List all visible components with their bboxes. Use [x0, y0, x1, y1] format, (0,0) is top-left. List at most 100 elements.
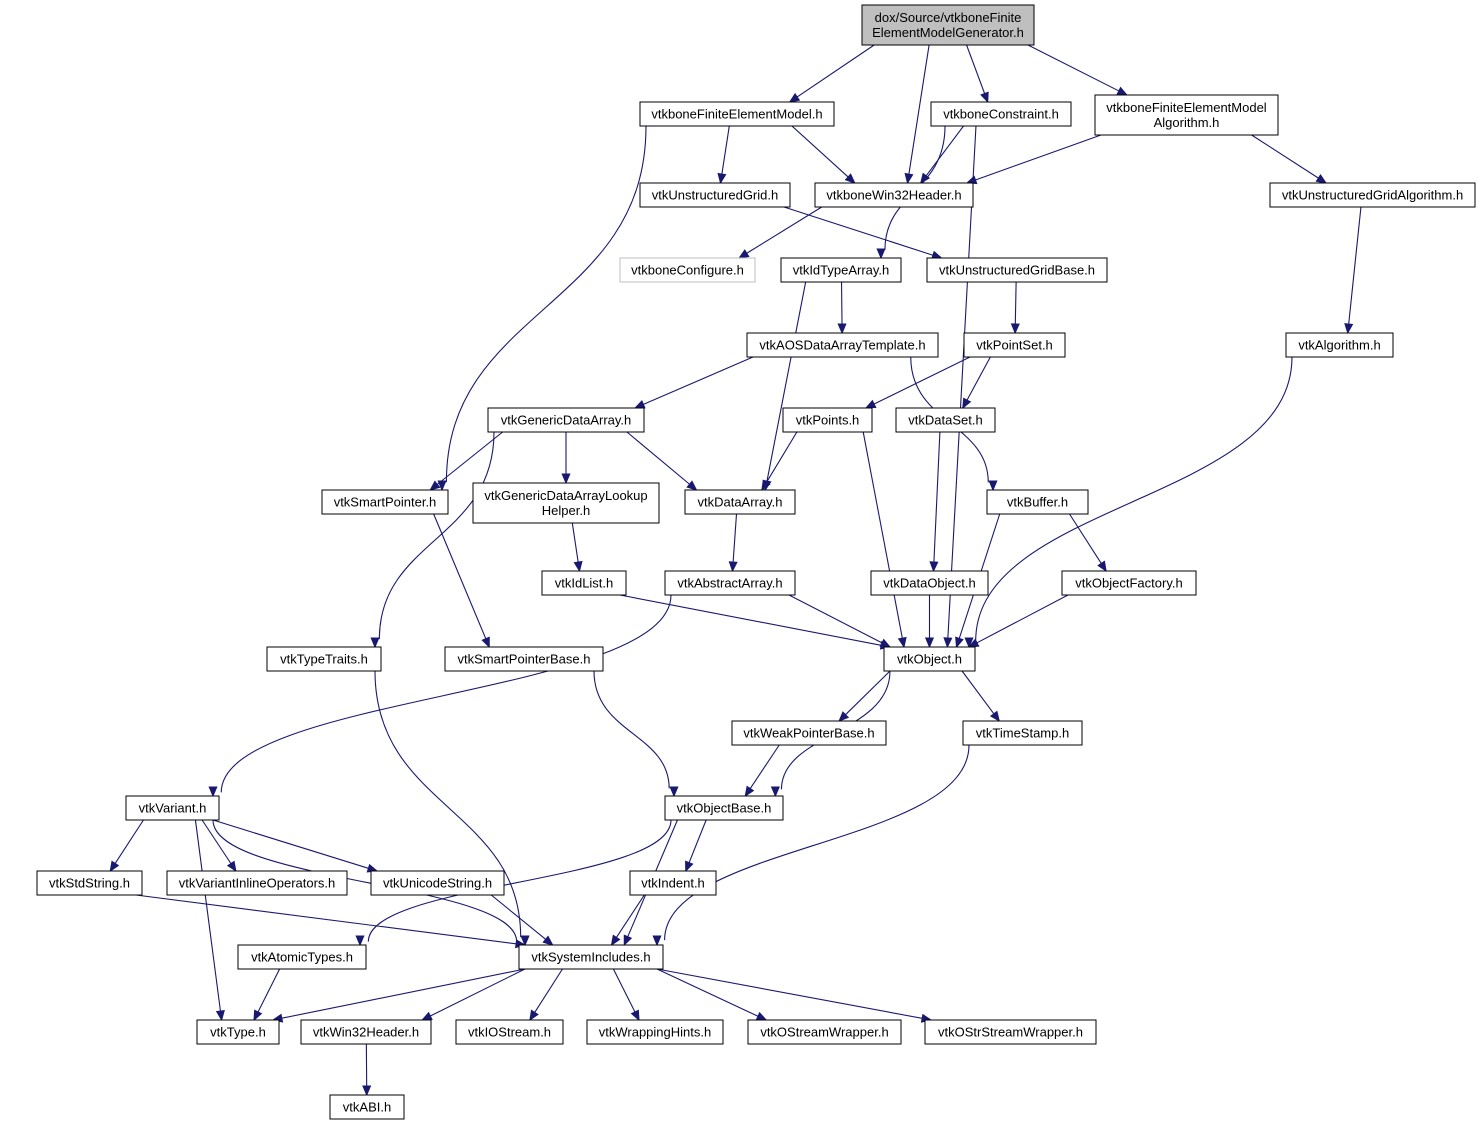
node-label: vtkUnicodeString.h: [383, 876, 492, 891]
node-atomic[interactable]: vtkAtomicTypes.h: [237, 944, 367, 970]
node-points[interactable]: vtkPoints.h: [782, 407, 873, 433]
node-label: vtkPointSet.h: [976, 338, 1053, 353]
edge-lookup-to-idlist: [571, 522, 583, 573]
node-generic[interactable]: vtkGenericDataArray.h: [487, 407, 645, 433]
node-box: [684, 489, 796, 515]
edge-line: [194, 819, 222, 1012]
edge-line: [135, 894, 517, 945]
node-unicode[interactable]: vtkUnicodeString.h: [370, 870, 505, 896]
node-iostream[interactable]: vtkIOStream.h: [455, 1019, 564, 1045]
node-ugalg[interactable]: vtkUnstructuredGridAlgorithm.h: [1269, 182, 1476, 208]
node-box: [962, 720, 1083, 746]
node-box: [472, 482, 660, 524]
edge-dataarray-to-abstract: [728, 513, 738, 573]
edge-femodel-to-ugrid: [717, 125, 730, 185]
node-object[interactable]: vtkObject.h: [883, 646, 976, 672]
edge-line: [114, 819, 144, 864]
node-label: Helper.h: [542, 503, 590, 518]
node-objfactory[interactable]: vtkObjectFactory.h: [1061, 570, 1197, 596]
arrowhead: [844, 173, 856, 184]
edge-line: [749, 744, 780, 789]
node-stdstring[interactable]: vtkStdString.h: [36, 870, 143, 896]
node-ugbase[interactable]: vtkUnstructuredGridBase.h: [926, 257, 1108, 283]
edge-line: [643, 356, 754, 405]
edge-constraint-to-win32: [919, 125, 964, 185]
arrowhead: [988, 480, 998, 492]
node-timestamp[interactable]: vtkTimeStamp.h: [962, 720, 1083, 746]
node-label: dox/Source/vtkboneFinite: [875, 10, 1022, 25]
node-box: [1285, 332, 1394, 358]
node-wrapping[interactable]: vtkWrappingHints.h: [586, 1019, 724, 1045]
node-abstract[interactable]: vtkAbstractArray.h: [664, 570, 796, 596]
edge-smartptr-to-spbase: [433, 513, 490, 649]
node-objbase[interactable]: vtkObjectBase.h: [664, 795, 784, 821]
edge-line: [766, 281, 807, 482]
node-box: [518, 944, 664, 970]
node-label: vtkObject.h: [897, 652, 962, 667]
node-algorithm[interactable]: vtkAlgorithm.h: [1285, 332, 1394, 358]
edge-line: [688, 819, 707, 863]
node-box: [780, 257, 902, 283]
edge-line: [766, 431, 798, 483]
edge-line: [1014, 281, 1017, 325]
arrowhead: [686, 480, 698, 491]
edge-timestamp-to-sysinc: [652, 744, 970, 947]
node-varops[interactable]: vtkVariantInlineOperators.h: [166, 870, 348, 896]
node-ostrstream[interactable]: vtkOStrStreamWrapper.h: [924, 1019, 1097, 1045]
node-type[interactable]: vtkType.h: [196, 1019, 280, 1045]
edge-sysinc-to-type: [271, 968, 526, 1023]
edge-variant-to-sysinc: [212, 819, 530, 947]
edge-line: [534, 968, 563, 1013]
node-box: [329, 1094, 405, 1120]
node-win32[interactable]: vtkboneWin32Header.h: [814, 182, 974, 208]
node-label: vtkDataArray.h: [697, 495, 782, 510]
arrowhead: [770, 786, 780, 798]
node-box: [664, 795, 784, 821]
node-pointset[interactable]: vtkPointSet.h: [963, 332, 1066, 358]
node-box: [664, 570, 796, 596]
edge-generic-to-typetraits: [370, 431, 495, 649]
node-constraint[interactable]: vtkboneConstraint.h: [930, 101, 1072, 127]
node-spbase[interactable]: vtkSmartPointerBase.h: [444, 646, 604, 672]
edge-sysinc-to-ostrstream: [656, 968, 933, 1023]
node-typetraits[interactable]: vtkTypeTraits.h: [266, 646, 382, 672]
node-idlist[interactable]: vtkIdList.h: [541, 570, 627, 596]
node-indent[interactable]: vtkIndent.h: [629, 870, 717, 896]
graph-nodes: dox/Source/vtkboneFiniteElementModelGene…: [36, 4, 1476, 1120]
arrowhead: [520, 935, 530, 947]
node-sysinc[interactable]: vtkSystemIncludes.h: [518, 944, 664, 970]
node-vwin32[interactable]: vtkWin32Header.h: [300, 1019, 432, 1045]
edge-idtype-to-dataarray: [762, 281, 807, 492]
edge-line: [746, 206, 823, 254]
edge-stdstring-to-sysinc: [135, 894, 527, 949]
node-aos[interactable]: vtkAOSDataArrayTemplate.h: [746, 332, 939, 358]
node-abi[interactable]: vtkABI.h: [329, 1094, 405, 1120]
node-label: vtkSmartPointerBase.h: [458, 652, 591, 667]
arrowhead: [1116, 86, 1129, 96]
edge-line: [732, 513, 738, 563]
edge-line: [873, 356, 971, 405]
node-ugrid[interactable]: vtkUnstructuredGrid.h: [639, 182, 791, 208]
node-variant[interactable]: vtkVariant.h: [125, 795, 220, 821]
edge-line: [721, 125, 730, 175]
edge-ugbase-to-pointset: [1010, 281, 1020, 335]
node-weakptr[interactable]: vtkWeakPointerBase.h: [731, 720, 887, 746]
node-dataobject[interactable]: vtkDataObject.h: [870, 570, 989, 596]
node-box: [586, 1019, 724, 1045]
node-buffer[interactable]: vtkBuffer.h: [986, 489, 1089, 515]
node-idtype[interactable]: vtkIdTypeArray.h: [780, 257, 902, 283]
node-box: [321, 489, 449, 515]
node-box: [619, 257, 756, 283]
node-femodel[interactable]: vtkboneFiniteElementModel.h: [639, 101, 835, 127]
node-smartptr[interactable]: vtkSmartPointer.h: [321, 489, 449, 515]
edge-line: [783, 206, 934, 256]
node-label: vtkAlgorithm.h: [1298, 338, 1380, 353]
arrowhead: [685, 860, 694, 873]
node-ostream[interactable]: vtkOStreamWrapper.h: [747, 1019, 902, 1045]
arrowhead: [965, 175, 978, 185]
edge-line: [593, 670, 670, 789]
node-dataset[interactable]: vtkDataSet.h: [895, 407, 996, 433]
node-dataarray[interactable]: vtkDataArray.h: [684, 489, 796, 515]
